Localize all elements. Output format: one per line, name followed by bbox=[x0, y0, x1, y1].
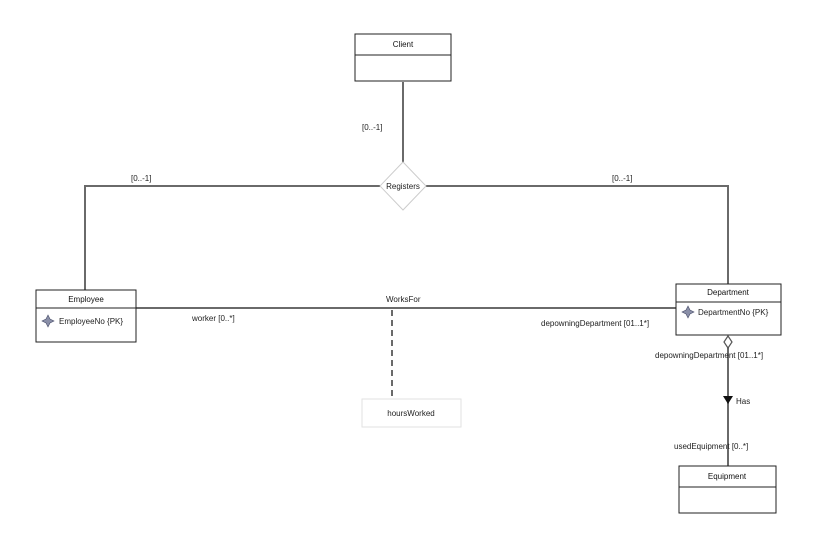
primary-key-icon bbox=[681, 305, 695, 319]
client-entity[interactable]: Client bbox=[354, 33, 452, 82]
client-title: Client bbox=[393, 40, 414, 49]
hoursworked-attribute[interactable]: hoursWorked bbox=[361, 398, 462, 428]
registers-diamond[interactable] bbox=[379, 161, 427, 211]
department-entity[interactable]: Department DepartmentNo {PK} bbox=[675, 283, 782, 336]
aggregation-diamond-icon bbox=[723, 334, 733, 350]
worker-role-label: worker [0..*] bbox=[191, 314, 235, 323]
employee-attribute: EmployeeNo {PK} bbox=[59, 317, 123, 326]
worksfor-label: WorksFor bbox=[386, 295, 421, 304]
department-registers-multiplicity: [0..-1] bbox=[612, 174, 632, 183]
primary-key-icon bbox=[41, 314, 55, 328]
client-box[interactable] bbox=[354, 33, 452, 82]
hoursworked-label: hoursWorked bbox=[387, 409, 434, 418]
has-label: Has bbox=[736, 397, 750, 406]
employee-registers-multiplicity: [0..-1] bbox=[131, 174, 151, 183]
department-registers-line[interactable] bbox=[426, 185, 729, 284]
has-direction-arrow-icon bbox=[723, 396, 733, 404]
used-equipment-role-label: usedEquipment [0..*] bbox=[674, 442, 748, 451]
equipment-title: Equipment bbox=[708, 472, 747, 481]
registers-label: Registers bbox=[386, 182, 420, 191]
client-multiplicity: [0..-1] bbox=[362, 123, 382, 132]
equipment-entity[interactable]: Equipment bbox=[678, 465, 777, 514]
employee-box[interactable] bbox=[35, 289, 137, 343]
equipment-box[interactable] bbox=[678, 465, 777, 514]
department-box[interactable] bbox=[675, 283, 782, 336]
department-attribute: DepartmentNo {PK} bbox=[698, 308, 769, 317]
has-department-role-label: depowningDepartment [01..1*] bbox=[655, 351, 763, 360]
employee-registers-line[interactable] bbox=[84, 185, 380, 291]
registers-relationship[interactable]: Registers bbox=[379, 161, 427, 211]
hoursworked-box[interactable] bbox=[361, 398, 462, 428]
employee-title: Employee bbox=[68, 295, 104, 304]
worksfor-department-role-label: depowningDepartment [01..1*] bbox=[541, 319, 649, 328]
employee-entity[interactable]: Employee EmployeeNo {PK} bbox=[35, 289, 137, 343]
department-title: Department bbox=[707, 288, 750, 297]
